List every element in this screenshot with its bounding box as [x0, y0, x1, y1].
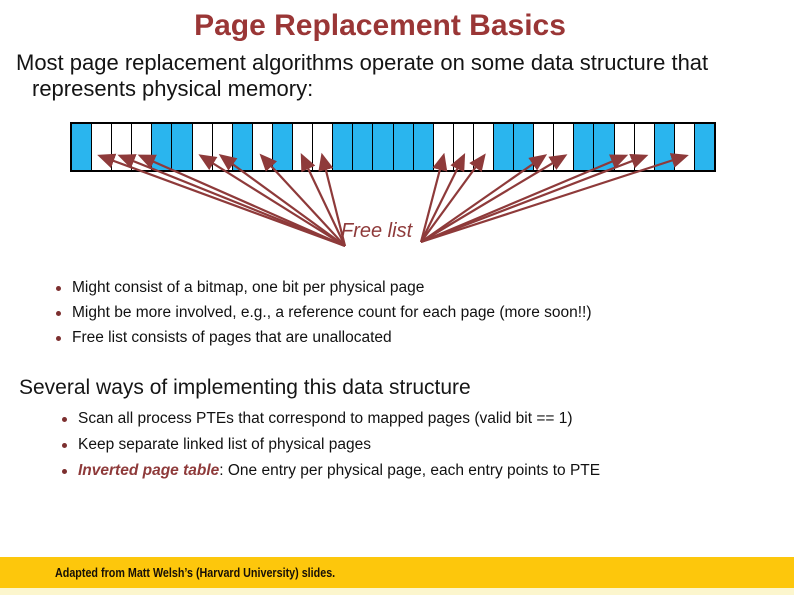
memory-cell-allocated: [594, 124, 615, 170]
memory-cell-allocated: [72, 124, 93, 170]
memory-cell-free: [554, 124, 575, 170]
memory-cell-free: [132, 124, 153, 170]
footer-credit-text: Adapted from Matt Welsh’s (Harvard Unive…: [55, 565, 336, 580]
memory-cell-free: [634, 124, 655, 170]
footer-strip: [0, 588, 794, 595]
bullet-text: Free list consists of pages that are una…: [72, 329, 392, 346]
bullet-icon: [56, 310, 61, 316]
memory-cell-free: [674, 124, 695, 170]
memory-cell-allocated: [232, 124, 253, 170]
memory-cell-allocated: [373, 124, 394, 170]
intro-paragraph: Most page replacement algorithms operate…: [16, 50, 782, 102]
bullet-icon: [56, 335, 61, 341]
intro-line-2: represents physical memory:: [32, 76, 314, 101]
bullet-icon: [62, 468, 67, 474]
bullet-text: Scan all process PTEs that correspond to…: [78, 410, 573, 427]
memory-cell-allocated: [413, 124, 434, 170]
memory-cell-free: [534, 124, 555, 170]
memory-cell-free: [313, 124, 334, 170]
memory-cell-free: [453, 124, 474, 170]
memory-cell-allocated: [353, 124, 374, 170]
bullet-text: Might be more involved, e.g., a referenc…: [72, 304, 592, 321]
slide-title: Page Replacement Basics: [194, 9, 566, 42]
bullet-icon: [56, 285, 61, 291]
footer-bar: Adapted from Matt Welsh’s (Harvard Unive…: [0, 557, 794, 588]
memory-cell-allocated: [393, 124, 414, 170]
memory-cell-allocated: [694, 124, 714, 170]
memory-cell-free: [433, 124, 454, 170]
free-list-label: Free list: [341, 220, 413, 242]
memory-cell-free: [212, 124, 233, 170]
intro-line-1: Most page replacement algorithms operate…: [16, 50, 709, 75]
bullet-text: : One entry per physical page, each entr…: [219, 462, 601, 479]
memory-cell-free: [293, 124, 314, 170]
memory-cell-free: [192, 124, 213, 170]
memory-cell-allocated: [272, 124, 294, 170]
section-heading: Several ways of implementing this data s…: [19, 376, 471, 399]
bullet-text: Keep separate linked list of physical pa…: [78, 436, 371, 453]
list-item: Keep separate linked list of physical pa…: [62, 436, 371, 454]
list-item: Free list consists of pages that are una…: [56, 329, 392, 347]
memory-cell-allocated: [654, 124, 675, 170]
memory-cell-allocated: [152, 124, 173, 170]
list-item: Might consist of a bitmap, one bit per p…: [56, 279, 424, 297]
memory-cell-free: [473, 124, 494, 170]
memory-cell-allocated: [493, 124, 515, 170]
list-item: Might be more involved, e.g., a referenc…: [56, 304, 592, 322]
physical-memory-bar: [70, 122, 716, 172]
memory-cell-free: [112, 124, 133, 170]
list-item: Scan all process PTEs that correspond to…: [62, 410, 573, 428]
bullet-emphasis: Inverted page table: [78, 462, 220, 479]
list-item: Inverted page table : One entry per phys…: [62, 462, 600, 480]
bullet-icon: [62, 442, 67, 448]
memory-cell-allocated: [333, 124, 354, 170]
bullet-text: Might consist of a bitmap, one bit per p…: [72, 279, 425, 296]
bullet-icon: [62, 416, 67, 422]
memory-cell-allocated: [514, 124, 535, 170]
memory-cell-free: [252, 124, 273, 170]
memory-cell-allocated: [172, 124, 193, 170]
memory-cell-allocated: [574, 124, 595, 170]
memory-cell-free: [614, 124, 635, 170]
memory-cell-free: [92, 124, 113, 170]
